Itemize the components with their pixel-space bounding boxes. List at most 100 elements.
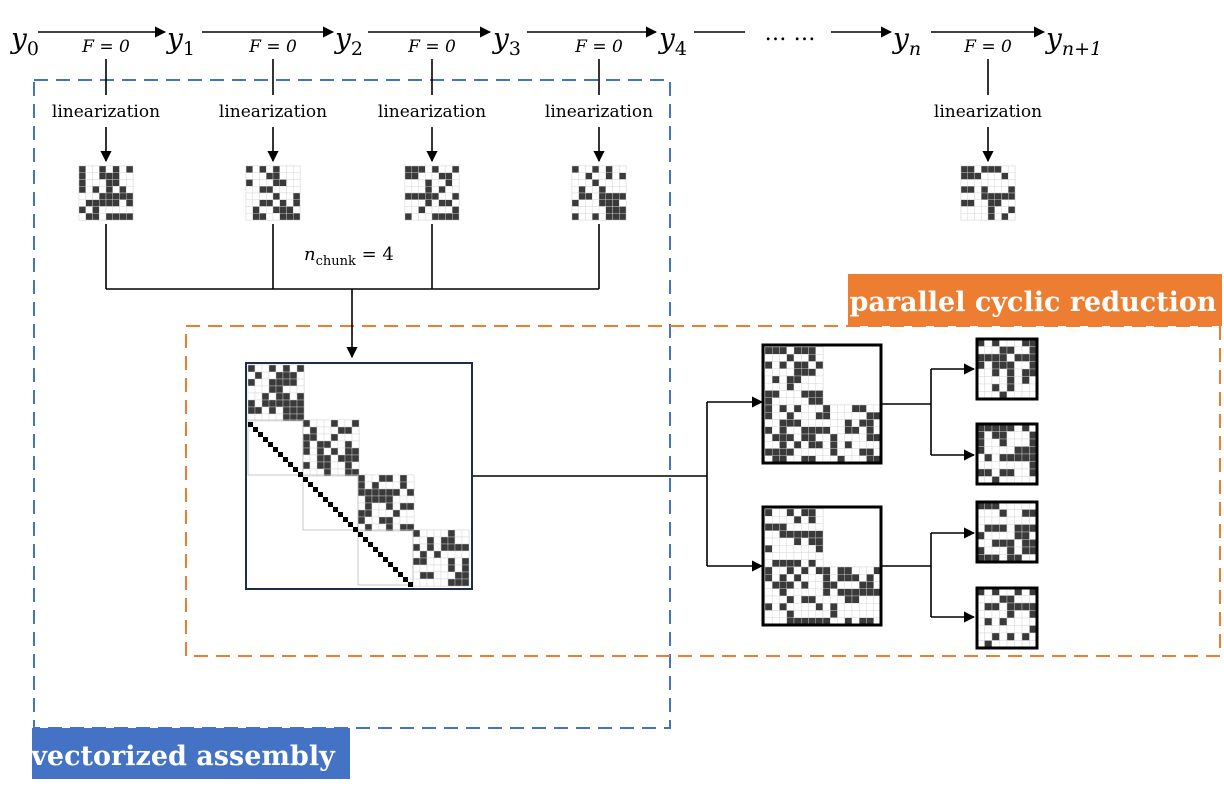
jacobian-block-cell	[571, 192, 579, 200]
jacobian-block-cell	[418, 179, 426, 187]
reduced-block-c-cell	[859, 412, 867, 420]
reduced-block-c-cell	[830, 426, 838, 435]
reduced-block-a-cell	[772, 545, 780, 553]
reduced-block-b-cell	[772, 412, 780, 420]
final-blocks	[975, 337, 1039, 650]
diagonal-block-cell	[412, 571, 421, 580]
diagonal-block-cell	[371, 509, 380, 518]
jacobian-block-cell	[987, 213, 995, 221]
jacobian-block-cell	[92, 199, 100, 207]
jacobian-block-cell	[425, 199, 433, 207]
constraint-label: F = 0	[407, 37, 456, 57]
subdiagonal-entry	[393, 567, 398, 572]
diagonal-block-cell	[392, 516, 401, 525]
jacobian-block-cell	[619, 199, 627, 207]
reduced-block-c-cell	[866, 588, 874, 597]
reduced-block-b-cell	[793, 581, 802, 589]
final-block-cell	[1014, 446, 1023, 455]
diagonal-block-cell	[330, 433, 339, 442]
reduced-block-a-cell	[815, 346, 824, 355]
reduced-block-b-cell	[764, 404, 773, 413]
reduced-block-b-cell	[786, 412, 795, 420]
diagonal-block-cell	[330, 419, 339, 428]
reduced-block-a-cell	[815, 545, 824, 553]
vectorized-assembly-box	[33, 79, 671, 729]
final-block-cell	[1021, 632, 1030, 641]
diagonal-block-cell	[454, 557, 463, 566]
final-block-cell	[1006, 632, 1015, 641]
reduced-block-b-cell	[793, 441, 802, 449]
jacobian-block-cell	[245, 206, 253, 214]
jacobian-block-cell	[967, 192, 975, 200]
jacobian-block-cell	[293, 192, 301, 200]
diagonal-block-cell	[302, 447, 311, 456]
jacobian-block-cell	[578, 192, 586, 200]
jacobian-block-cell	[431, 192, 439, 200]
final-block-cell	[1014, 539, 1023, 548]
reduced-block-a-cell	[801, 368, 809, 377]
diagonal-block-cell	[412, 529, 421, 538]
final-block-cell	[991, 595, 1000, 604]
jacobian-block-cell	[438, 213, 446, 221]
reduced-block-a-cell	[801, 390, 809, 398]
jacobian-block-cell	[272, 186, 280, 194]
diagonal-block-cell	[282, 392, 291, 401]
final-block-cell	[999, 539, 1008, 548]
jacobian-block-cell	[425, 179, 433, 187]
subdiagonal-entry	[303, 477, 308, 482]
diagonal-block-cell	[454, 564, 463, 573]
diagonal-block-cell	[447, 564, 456, 573]
jacobian-block-cell	[92, 172, 100, 180]
vectorized-assembly-label-bg	[32, 728, 350, 779]
final-block-cell	[999, 509, 1008, 518]
jacobian-block-cell	[960, 192, 968, 200]
jacobian-block-cell	[279, 206, 287, 214]
diagonal-block-cell	[261, 378, 270, 387]
reduced-block-c-cell	[837, 603, 845, 611]
jacobian-block-cell	[1008, 192, 1016, 200]
diagonal-block-cell	[399, 502, 408, 511]
reduced-block-b-cell	[801, 426, 809, 435]
reduced-block-a-cell	[808, 530, 816, 539]
diagonal-block-cell	[406, 502, 415, 511]
diagonal-block-cell	[461, 550, 470, 559]
diagonal-block-cell	[316, 454, 325, 463]
final-block-cell	[1014, 376, 1023, 385]
diagonal-block-cell	[378, 516, 387, 525]
diagonal-block-cell	[371, 481, 380, 490]
reduced-block-b-cell	[779, 574, 787, 582]
reduced-block-b-cell	[786, 566, 795, 575]
reduced-matrix	[761, 505, 883, 627]
coupling-region	[247, 419, 304, 476]
diagonal-block-cell	[406, 495, 415, 504]
jacobian-block-cell	[105, 206, 113, 214]
jacobian-block-cell	[126, 192, 134, 200]
jacobian-block-cell	[612, 206, 620, 214]
jacobian-block-cell	[981, 206, 989, 214]
final-block-cell	[984, 531, 993, 540]
reduced-block-c-cell	[859, 404, 867, 413]
jacobian-block	[960, 165, 1016, 221]
jacobian-block-cell	[974, 213, 982, 221]
final-block-cell	[984, 353, 993, 362]
jacobian-block-cell	[974, 179, 982, 187]
diagonal-block-cell	[357, 481, 366, 490]
reduced-block-a-cell	[808, 346, 816, 355]
jacobian-block-cell	[452, 186, 460, 194]
diagonal-block-cell	[302, 454, 311, 463]
diagonal-block-cell	[440, 536, 449, 545]
parallel-cyclic-reduction-box	[185, 325, 1221, 657]
final-block-cell	[984, 346, 993, 355]
final-block-cell	[1014, 602, 1023, 611]
final-block-cell	[984, 468, 993, 477]
final-block-cell	[991, 531, 1000, 540]
diagonal-block-cell	[364, 488, 373, 497]
jacobian-block	[404, 165, 460, 221]
final-block-cell	[1014, 353, 1023, 362]
reduced-block-c-cell	[866, 412, 874, 420]
reduced-block-b-cell	[772, 595, 780, 604]
final-block-cell	[1014, 346, 1023, 355]
diagonal-block-cell	[433, 550, 442, 559]
reduced-block-c-cell	[837, 412, 845, 420]
final-block-cell	[999, 368, 1008, 377]
